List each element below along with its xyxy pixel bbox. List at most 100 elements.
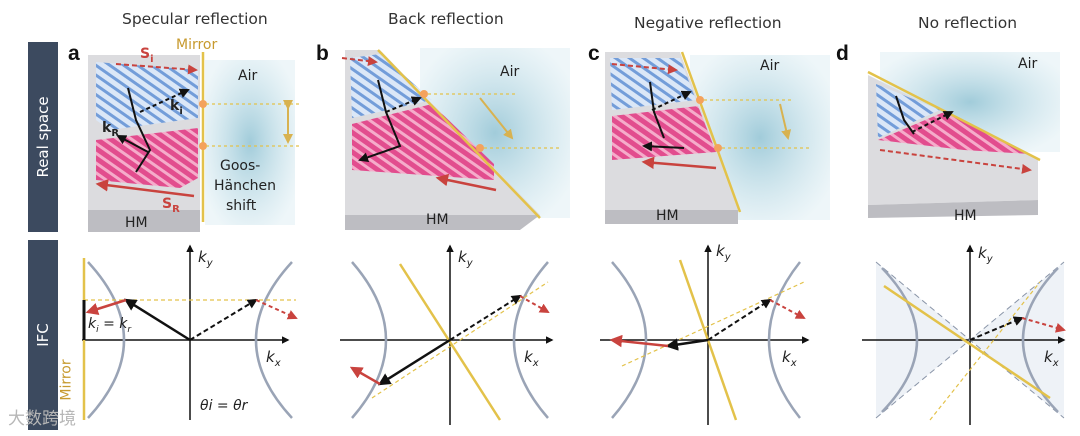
ky-symbol: k [198, 248, 207, 266]
panel-b-pink-region [352, 104, 494, 180]
kx-subscript: x [532, 358, 539, 369]
goos-hanchen-line-1: Goos- [220, 158, 261, 174]
k-r-symbol: k [102, 120, 112, 136]
panel-b-ifc-mirror [398, 263, 502, 421]
ky-symbol: k [458, 248, 467, 266]
goos-hanchen-line-2: Hänchen [214, 178, 277, 194]
panel-b-hit-2 [476, 144, 484, 152]
panel-c-wavefront [649, 81, 665, 139]
k-parallel-i-sub: i [96, 324, 99, 335]
panel-d-hm-base [868, 200, 1038, 218]
panel-a-k-i-arrow [139, 88, 190, 113]
k-parallel-r: k [119, 316, 128, 332]
kx-subscript: x [274, 358, 281, 369]
panel-a-mirror-label: Mirror [176, 37, 218, 53]
panel-b-mirror-line [377, 49, 541, 219]
kx-symbol: k [524, 348, 533, 366]
panel-d-ifc-s-i [1021, 317, 1066, 333]
panel-c-ifc-hyperbola-right [767, 261, 801, 419]
goos-hanchen-line-3: shift [226, 198, 257, 214]
title-negative: Negative reflection [634, 14, 782, 32]
panel-b-ifc-kx-label: kx [524, 348, 539, 369]
panel-b-hm-base [345, 215, 540, 230]
panel-c-ifc-ky-label: ky [716, 242, 731, 263]
panel-c-transmit-arrow [779, 103, 792, 140]
ky-subscript: y [466, 258, 473, 269]
panel-d-ifc-hyperbola-left [881, 267, 919, 413]
panel-c-s-r-arrow [641, 156, 717, 170]
watermark: 大数跨境 [8, 409, 76, 429]
k-i-symbol: k [170, 98, 180, 114]
panel-b-s-i-arrow [341, 56, 378, 67]
panel-a-hit-2 [199, 142, 207, 150]
panel-letter-a: a [68, 42, 80, 65]
kx-subscript: x [1052, 358, 1059, 369]
panel-a-ifc-k-i [189, 298, 258, 341]
panel-d-air-label: Air [1018, 56, 1038, 72]
panel-a-blue-region [96, 62, 198, 130]
panel-a-ifc-hyperbola-right [254, 261, 293, 419]
panel-b-ifc-k-r [377, 338, 451, 386]
panel-b-ifc-k-i [449, 294, 522, 341]
panel-d-mirror-line [867, 70, 1041, 162]
panel-a-ifc-ky-label: ky [198, 248, 213, 269]
row-label-real-space: Real space [28, 42, 58, 232]
panel-c-air-label: Air [760, 58, 780, 74]
ky-subscript: y [206, 258, 213, 269]
ky-subscript: y [724, 252, 731, 263]
panel-c-ifc [600, 244, 810, 425]
panel-d-ifc [862, 244, 1066, 425]
panel-d-s-r-arrow [879, 149, 1032, 174]
panel-c-pink-region [612, 106, 716, 160]
panel-c-k-r-arrow [642, 141, 685, 152]
panel-a-s-i-label: Si [140, 46, 154, 65]
panel-b-ifc [340, 244, 554, 425]
k-parallel-r-sub: r [127, 324, 132, 335]
panel-c-ifc-k-i [707, 298, 772, 341]
panel-a-k-i-label: ki [170, 98, 183, 117]
panel-d-ifc-guide [929, 281, 1041, 421]
panel-letter-b: b [316, 42, 329, 65]
panel-a-wavefront [127, 87, 152, 173]
panel-b-ifc-ky-label: ky [458, 248, 473, 269]
s-r-subscript: R [172, 203, 180, 215]
panel-b-wavefront [358, 79, 402, 163]
kx-symbol: k [782, 348, 791, 366]
panel-d-real-space [867, 52, 1060, 218]
theta-equation: θi = θr [200, 398, 248, 414]
panel-b-real-space [341, 48, 570, 230]
panel-d-ifc-kx-label: kx [1044, 348, 1059, 369]
panel-c-k-i-arrow [651, 90, 692, 111]
panel-c-ifc-k-r [665, 338, 709, 351]
panel-a-air [205, 60, 295, 225]
panel-c-ifc-s-r [609, 334, 669, 348]
ky-symbol: k [716, 242, 725, 260]
panel-a-ifc-s-r [85, 298, 127, 315]
panel-c-ifc-guide [621, 281, 805, 367]
panel-d-ifc-ky-label: ky [978, 244, 993, 265]
panel-c-s-i-arrow [611, 63, 678, 75]
panel-a-hm-label: HM [125, 215, 148, 231]
panel-b-ifc-hyperbola-right [512, 261, 549, 419]
ky-subscript: y [986, 254, 993, 265]
kx-subscript: x [790, 358, 797, 369]
panel-a-s-r-arrow [95, 179, 195, 198]
k-i-subscript: i [179, 105, 183, 117]
panel-a-s-i-arrow [115, 63, 198, 75]
panel-a-air-label: Air [238, 68, 258, 84]
panel-b-air-label: Air [500, 64, 520, 80]
panel-a-ifc-kx-label: kx [266, 348, 281, 369]
panel-d-k-i-arrow [911, 111, 954, 133]
panel-letter-c: c [588, 42, 600, 65]
title-no: No reflection [918, 14, 1018, 32]
panel-b-hit-1 [420, 90, 428, 98]
panel-c-ifc-kx-label: kx [782, 348, 797, 369]
panel-b-ifc-s-i [519, 295, 550, 313]
kx-symbol: k [266, 348, 275, 366]
panel-a-ifc-s-i [255, 299, 298, 320]
title-back: Back reflection [388, 10, 504, 28]
k-parallel-i: k [88, 316, 97, 332]
panel-a-hit-1 [199, 100, 207, 108]
